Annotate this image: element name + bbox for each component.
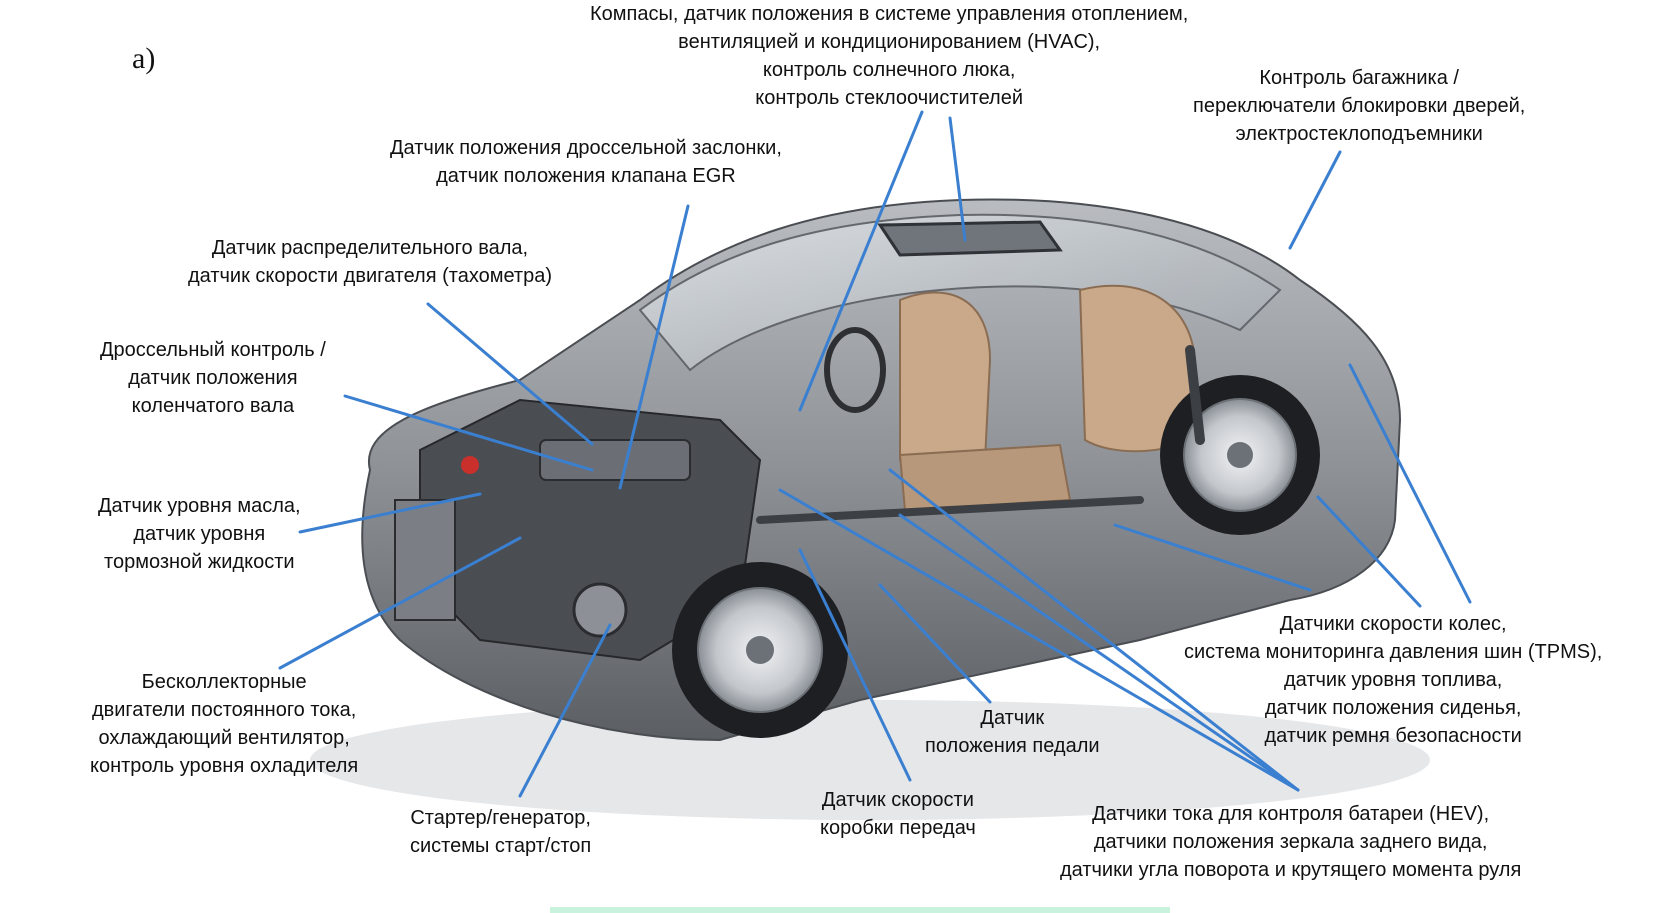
callout-crankshaft-line-3: коленчатого вала [131,395,295,417]
callout-hvac-line-1: Компасы, датчик положения в системе упра… [590,3,1189,25]
callout-gearbox-line-2: коробки передач [820,817,976,839]
callout-battery: Датчики тока для контроля батареи (HEV),… [1060,800,1521,884]
callout-bldc-line-2: двигатели постоянного тока, [91,699,357,721]
callout-wheels-line-5: датчик ремня безопасности [1264,725,1522,747]
callout-bldc-line-4: контроль уровня охладителя [90,755,359,777]
callout-starter: Стартер/генератор, системы старт/стоп [410,804,591,860]
callout-battery-line-3: датчики угла поворота и крутящего момент… [1060,859,1522,881]
callout-hvac-line-2: вентиляцией и кондиционированием (HVAC), [678,31,1101,53]
seat-cushion [898,443,1072,512]
callout-pedal-line-1: Датчик [980,707,1045,729]
callout-hvac-line-3: контроль солнечного люка, [762,59,1016,81]
callout-gearbox: Датчик скорости коробки передач [820,786,976,842]
engine-cover [539,439,691,481]
callout-crankshaft-line-1: Дроссельный контроль / [100,339,326,361]
callout-pedal-line-2: положения педали [925,735,1100,757]
callout-oil-level: Датчик уровня масла, датчик уровня тормо… [98,492,301,576]
bottom-highlight-strip [550,907,1170,913]
front-hub [746,636,774,664]
sunroof [877,220,1063,257]
callout-wheels: Датчики скорости колес, система монитори… [1184,610,1602,750]
front-seat [899,291,992,476]
callout-trunk-line-3: электростеклоподъемники [1235,123,1483,145]
callout-wheels-line-1: Датчики скорости колес, [1279,613,1507,635]
callout-oil-level-line-2: датчик уровня [133,523,266,545]
radiator [394,499,456,621]
callout-wheels-line-3: датчик уровня топлива, [1283,669,1503,691]
alternator [572,582,628,638]
callout-bldc-line-1: Бесколлекторные [141,671,307,693]
callout-crankshaft-line-2: датчик положения [128,367,298,389]
callout-battery-line-2: датчики положения зеркала заднего вида, [1093,831,1488,853]
callout-oil-level-line-1: Датчик уровня масла, [98,495,301,517]
callout-battery-line-1: Датчики тока для контроля батареи (HEV), [1092,803,1490,825]
callout-hvac: Компасы, датчик положения в системе упра… [590,0,1188,112]
panel-label: a) [132,42,156,75]
callout-oil-level-line-3: тормозной жидкости [104,551,295,573]
rear-hub [1227,442,1253,468]
callout-starter-line-1: Стартер/генератор, [410,807,591,829]
callout-camshaft-line-1: Датчик распределительного вала, [211,237,529,259]
callout-throttle-egr-line-2: датчик положения клапана EGR [436,165,736,187]
callout-gearbox-line-1: Датчик скорости [821,789,974,811]
callout-pedal: Датчик положения педали [925,704,1100,760]
rear-suspension [1185,345,1205,445]
callout-hvac-line-4: контроль стеклоочистителей [755,87,1024,109]
callout-bldc-line-3: охлаждающий вентилятор, [98,727,350,749]
callout-bldc: Бесколлекторные двигатели постоянного то… [90,668,358,780]
callout-wheels-line-4: датчик положения сиденья, [1264,697,1522,719]
callout-trunk-line-1: Контроль багажника / [1259,67,1459,89]
callout-starter-line-2: системы старт/стоп [410,835,592,857]
callout-throttle-egr-line-1: Датчик положения дроссельной заслонки, [390,137,782,159]
callout-trunk-line-2: переключатели блокировки дверей, [1193,95,1526,117]
oil-cap [461,456,479,474]
callout-wheels-line-2: система мониторинга давления шин (TPMS), [1184,641,1603,663]
callout-crankshaft: Дроссельный контроль / датчик положения … [100,336,326,420]
callout-trunk: Контроль багажника / переключатели блоки… [1193,64,1525,148]
callout-camshaft-line-2: датчик скорости двигателя (тахометра) [188,265,552,287]
callout-camshaft: Датчик распределительного вала, датчик с… [188,234,552,290]
callout-throttle-egr: Датчик положения дроссельной заслонки, д… [390,134,782,190]
